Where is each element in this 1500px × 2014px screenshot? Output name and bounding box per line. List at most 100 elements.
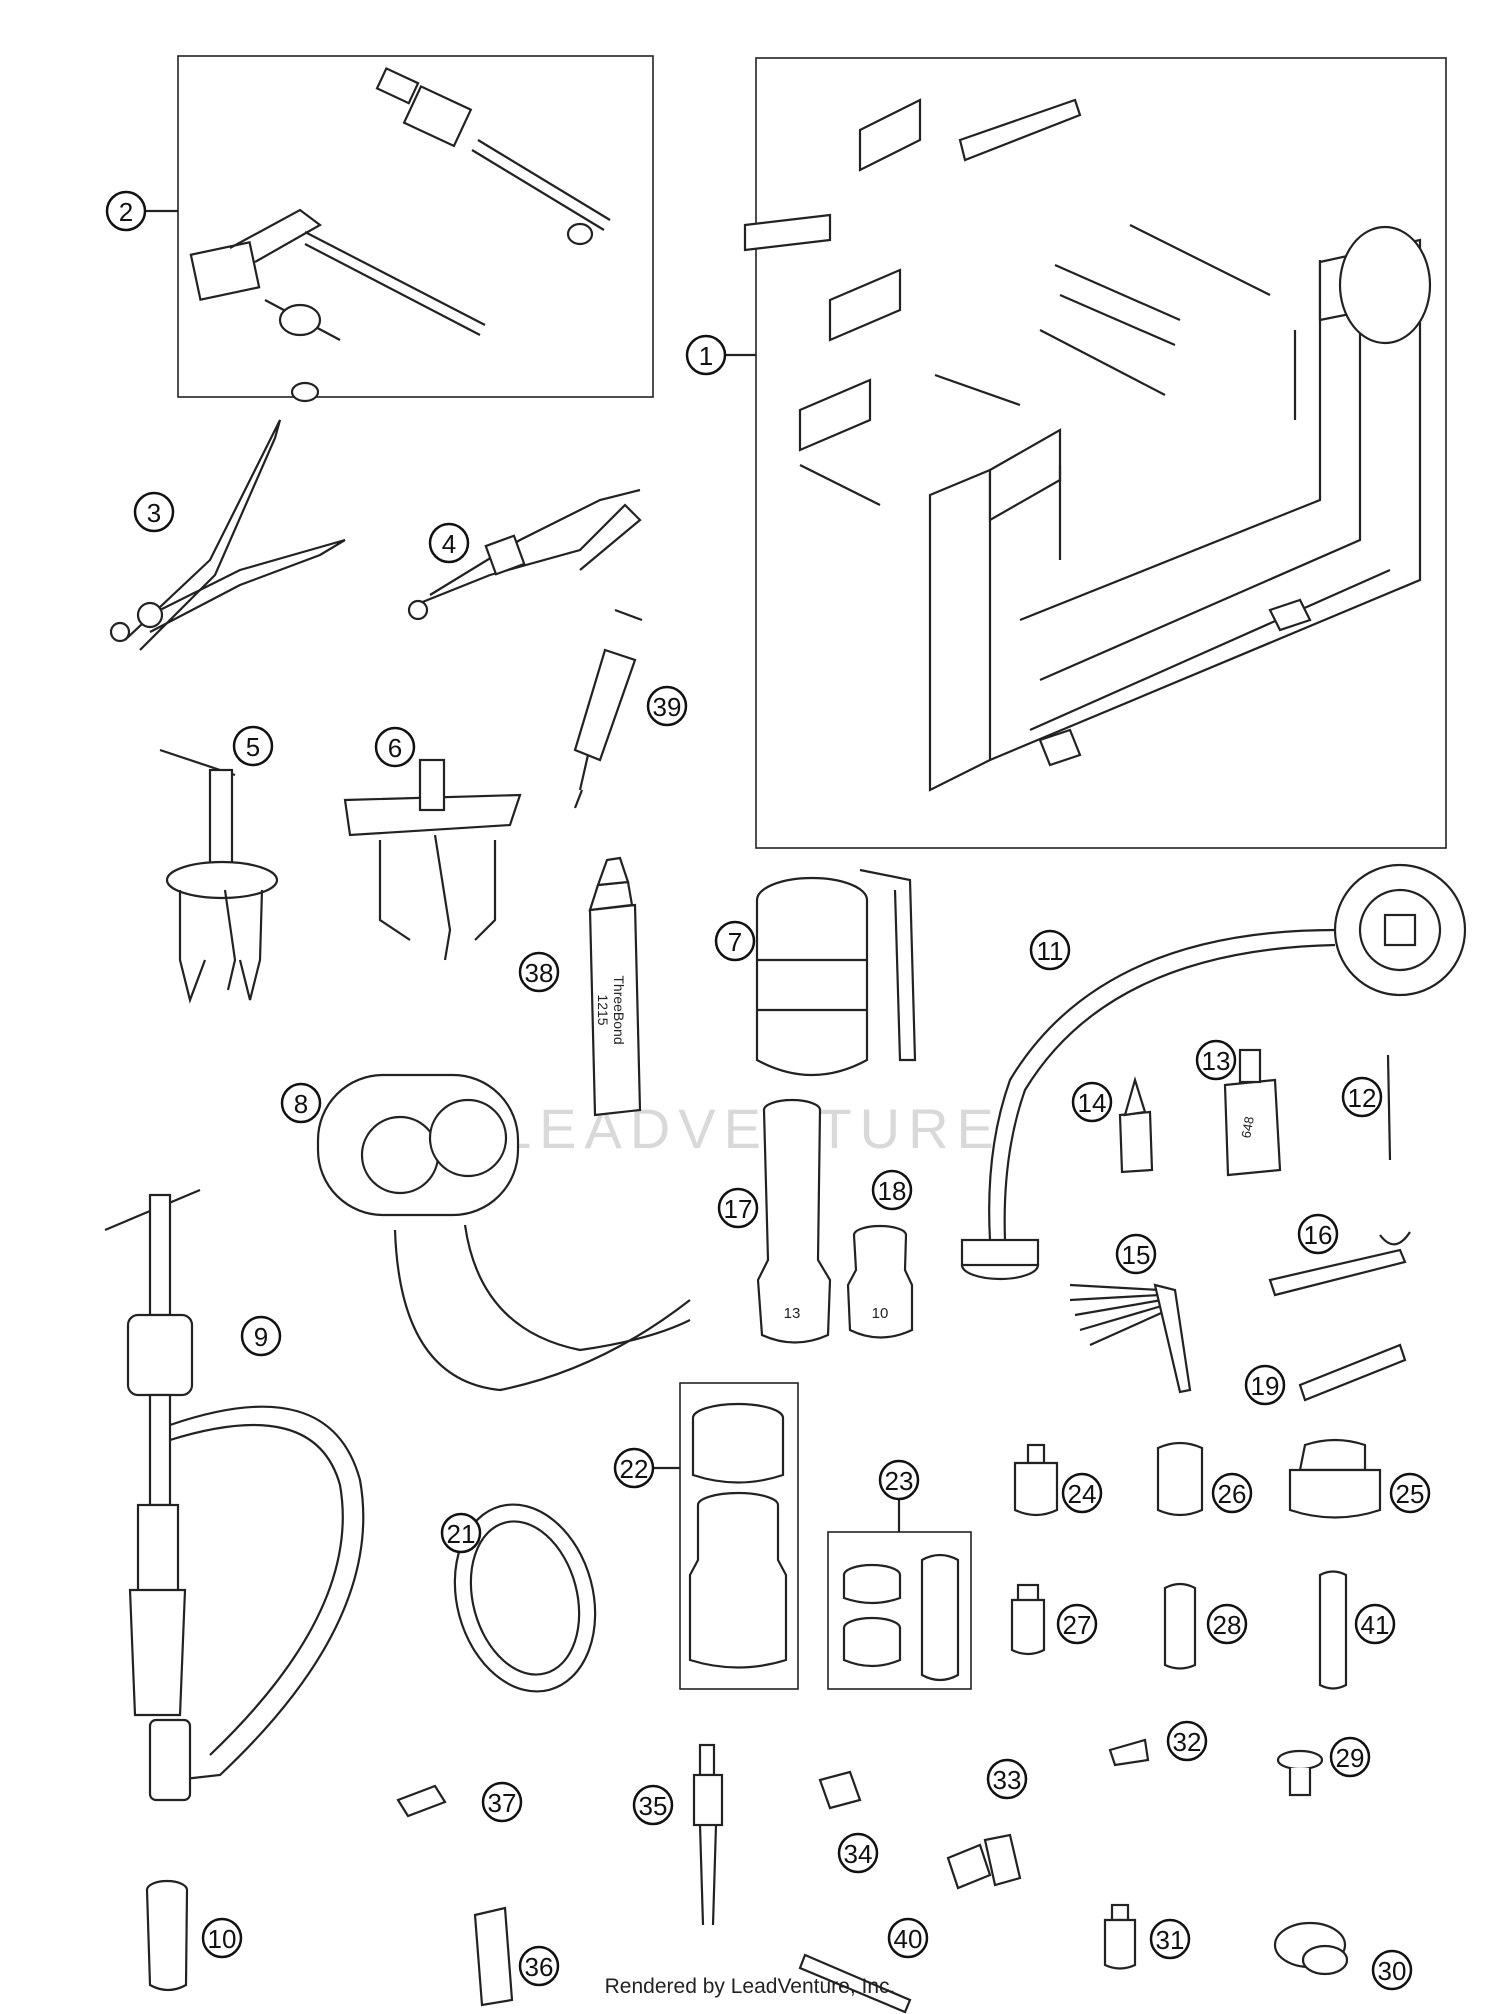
part-24-drawing bbox=[1013, 1443, 1059, 1517]
tube-code-text: 1215 bbox=[595, 994, 611, 1025]
part-28-drawing bbox=[1163, 1582, 1197, 1670]
callout-circle bbox=[133, 491, 175, 533]
part-37-drawing bbox=[396, 1784, 447, 1818]
callout-circle bbox=[1195, 1039, 1237, 1081]
callout-11: 11 bbox=[1029, 929, 1071, 971]
callout-circle bbox=[1115, 1233, 1157, 1275]
callout-19: 19 bbox=[1244, 1364, 1286, 1406]
callout-6: 6 bbox=[374, 726, 416, 768]
callout-16: 16 bbox=[1297, 1213, 1339, 1255]
callout-circle bbox=[440, 1512, 482, 1554]
callout-circle bbox=[1297, 1213, 1339, 1255]
watermark: LEADVENTURE bbox=[500, 1097, 1002, 1160]
callout-number: 1 bbox=[699, 341, 713, 371]
callout-12: 12 bbox=[1341, 1076, 1383, 1118]
callout-circle bbox=[1354, 1603, 1396, 1645]
callout-9: 9 bbox=[240, 1315, 282, 1357]
part-21-drawing bbox=[453, 1503, 597, 1693]
callout-number: 6 bbox=[388, 733, 402, 763]
callout-number: 36 bbox=[525, 1952, 554, 1982]
callout-35: 35 bbox=[632, 1784, 674, 1826]
callout-number: 35 bbox=[639, 1791, 668, 1821]
callout-38: 38 bbox=[518, 951, 560, 993]
callout-circle bbox=[1061, 1472, 1103, 1514]
part-26-drawing bbox=[1156, 1441, 1204, 1517]
part-14-drawing bbox=[1118, 1076, 1154, 1174]
callout-23: 23 bbox=[878, 1459, 920, 1501]
callout-33: 33 bbox=[986, 1758, 1028, 1800]
part-9-drawing bbox=[104, 1188, 365, 1802]
callout-number: 38 bbox=[525, 958, 554, 988]
callout-26: 26 bbox=[1211, 1472, 1253, 1514]
part-16-drawing bbox=[1268, 1231, 1411, 1297]
part-5-drawing bbox=[159, 748, 279, 1004]
callout-1: 1 bbox=[685, 334, 727, 376]
callout-number: 15 bbox=[1122, 1240, 1151, 1270]
callout-circle bbox=[232, 725, 274, 767]
part-29-drawing bbox=[1276, 1749, 1324, 1797]
callout-3: 3 bbox=[133, 491, 175, 533]
callout-number: 41 bbox=[1361, 1610, 1390, 1640]
callout-number: 9 bbox=[254, 1322, 268, 1352]
callout-circle bbox=[613, 1447, 655, 1489]
callout-2: 2 bbox=[105, 190, 147, 232]
callout-number: 5 bbox=[246, 732, 260, 762]
callout-32: 32 bbox=[1166, 1720, 1208, 1762]
callout-circle bbox=[887, 1917, 929, 1959]
part-32-drawing bbox=[1108, 1738, 1150, 1767]
callout-10: 10 bbox=[201, 1917, 243, 1959]
callout-circle bbox=[1056, 1603, 1098, 1645]
callout-36: 36 bbox=[518, 1945, 560, 1987]
callout-circle bbox=[518, 951, 560, 993]
callout-circle bbox=[1329, 1736, 1371, 1778]
callout-27: 27 bbox=[1056, 1603, 1098, 1645]
callout-4: 4 bbox=[428, 522, 470, 564]
callout-number: 22 bbox=[620, 1454, 649, 1484]
callout-number: 26 bbox=[1218, 1479, 1247, 1509]
part-35-drawing bbox=[692, 1743, 724, 1926]
callout-40: 40 bbox=[887, 1917, 929, 1959]
callout-number: 17 bbox=[724, 1194, 753, 1224]
callout-number: 37 bbox=[488, 1788, 517, 1818]
callout-18: 18 bbox=[871, 1169, 913, 1211]
part-17-drawing: 13 bbox=[756, 1098, 832, 1344]
callout-29: 29 bbox=[1329, 1736, 1371, 1778]
tool-kit-2-box bbox=[177, 55, 654, 398]
engine-stand-1-box bbox=[755, 57, 1447, 849]
part-41-drawing bbox=[1318, 1570, 1348, 1690]
part-6-drawing bbox=[343, 758, 522, 961]
callout-circle bbox=[1211, 1472, 1253, 1514]
callout-number: 11 bbox=[1037, 936, 1064, 966]
leader-lines bbox=[145, 209, 901, 1532]
callout-7: 7 bbox=[714, 920, 756, 962]
callout-number: 19 bbox=[1251, 1371, 1280, 1401]
tube-brand-text: ThreeBond bbox=[611, 975, 627, 1044]
callout-30: 30 bbox=[1371, 1949, 1413, 1991]
part-23-drawing bbox=[842, 1553, 960, 1682]
callout-21: 21 bbox=[440, 1512, 482, 1554]
callout-5: 5 bbox=[232, 725, 274, 767]
callout-circle bbox=[428, 522, 470, 564]
callout-number: 25 bbox=[1396, 1479, 1425, 1509]
part-8-drawing bbox=[316, 1073, 691, 1392]
bottle-label-text: 648 bbox=[1238, 1115, 1257, 1139]
callout-circle bbox=[986, 1758, 1028, 1800]
callout-number: 28 bbox=[1213, 1610, 1242, 1640]
part-13-drawing: 648 bbox=[1223, 1048, 1282, 1177]
footer-credit: Rendered by LeadVenture, Inc. bbox=[604, 1975, 896, 1998]
part-30-drawing bbox=[1273, 1921, 1349, 1976]
callout-37: 37 bbox=[481, 1781, 523, 1823]
callout-41: 41 bbox=[1354, 1603, 1396, 1645]
callout-28: 28 bbox=[1206, 1603, 1248, 1645]
callout-circle bbox=[105, 190, 147, 232]
callout-number: 31 bbox=[1156, 1925, 1185, 1955]
callout-number: 33 bbox=[993, 1765, 1022, 1795]
callout-circle bbox=[1389, 1472, 1431, 1514]
part-40-drawing bbox=[798, 1953, 912, 2014]
part-34-drawing bbox=[818, 1770, 862, 1810]
callout-number: 34 bbox=[844, 1839, 873, 1869]
callout-circle bbox=[646, 685, 688, 727]
callout-circle bbox=[1341, 1076, 1383, 1118]
